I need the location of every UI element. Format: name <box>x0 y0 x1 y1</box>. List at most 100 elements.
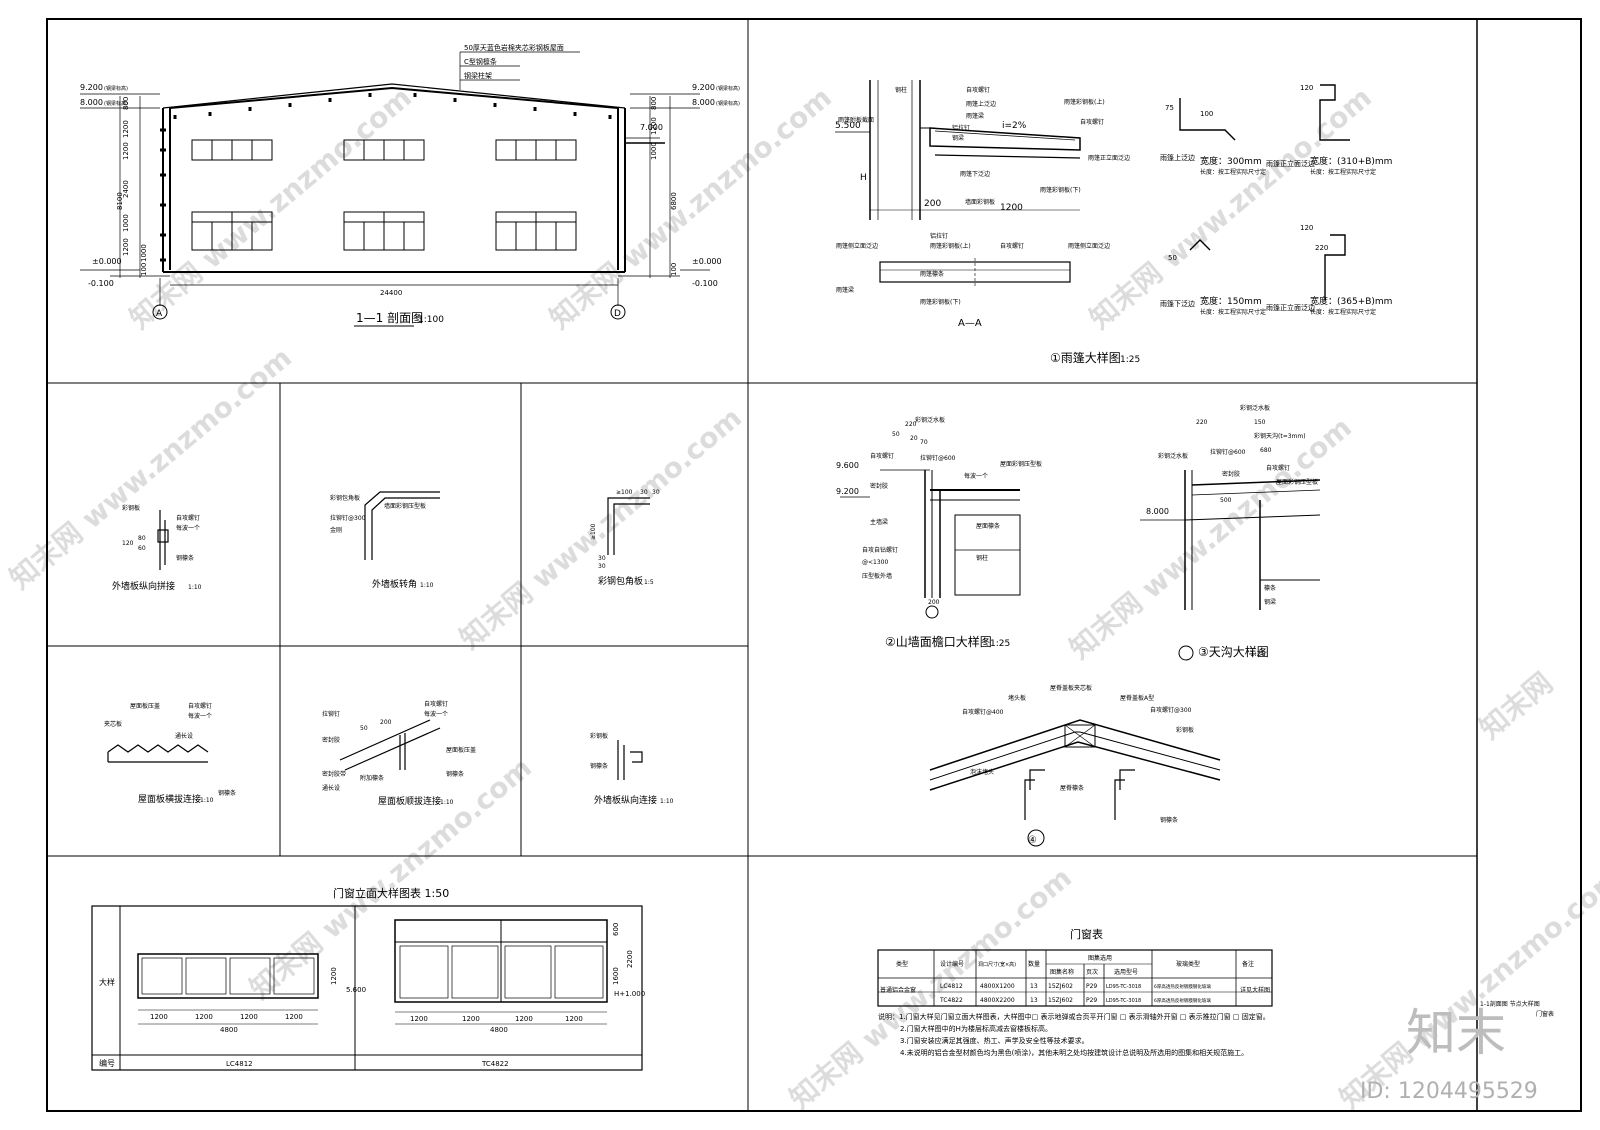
gutter-label: 150 <box>1254 419 1266 426</box>
window-elev-title: 门窗立面大样图表 1:50 <box>333 886 449 900</box>
watermarks: 知末网 www.znzmo.com 知末网 www.znzmo.com 知末网 … <box>3 81 1600 1116</box>
level-label: 8.000 <box>80 98 103 107</box>
schedule-cell: 详见大样图 <box>1240 986 1270 994</box>
level-label: -0.100 <box>88 279 114 288</box>
ridge-label: 自攻螺钉@400 <box>962 708 1004 716</box>
schedule-cell: 15ZJ602 <box>1048 983 1073 990</box>
span-dim: 24400 <box>380 289 402 297</box>
schedule-cell: LC4812 <box>940 983 963 990</box>
detail-label: 彩钢板 <box>590 732 608 740</box>
eave-label: 自攻自钻螺钉 <box>862 546 898 554</box>
canopy-detail: 钢柱 雨篷附板截面 自攻螺钉 雨篷上泛边 雨篷梁 钢梁 铝拉钉 i=2% 自攻螺… <box>835 80 1392 365</box>
aa-label: 雨篷彩钢板(下) <box>920 298 961 306</box>
detail-label: 墙面彩钢压型板 <box>384 502 426 510</box>
section-dim: 1000 <box>140 244 148 262</box>
detail-label: 自攻螺钉 <box>176 514 200 522</box>
schedule-cell: 4800X2200 <box>980 997 1015 1004</box>
schedule-cell: LD95-TC-3018 <box>1106 998 1141 1004</box>
detail-label: ≥100 <box>616 489 633 496</box>
aa-label: 自攻螺钉 <box>1000 242 1024 250</box>
gutter-label: 屋面彩钢压型板 <box>1276 478 1318 486</box>
svg-text:知末网 www.znzmo.com: 知末网 www.znzmo.com <box>243 751 538 1006</box>
aa-label: 雨篷彩钢板(上) <box>930 242 971 250</box>
window-schedule: 门窗表 类型 设计编号 洞口尺寸(宽×高) 数量 图集选用 图集名称 页次 选用… <box>877 927 1273 1057</box>
ridge-detail: 屋脊盖板夹芯板 屋脊盖板A型 自攻螺钉@300 自攻螺钉@400 泡沫堵头 彩钢… <box>929 684 1221 847</box>
flash-label: 雨篷下泛边 <box>1160 299 1195 308</box>
gutter-detail: 彩钢泛水板 220 150 彩钢天沟(t=3mm) 680 彩钢泛水板 拉铆钉@… <box>1140 404 1321 661</box>
level-label: 8.000 <box>692 98 715 107</box>
canopy-label: 雨篷彩钢板(上) <box>1064 98 1105 106</box>
eave-label: 50 <box>892 431 900 438</box>
schedule-cell: 普通铝合金窗 <box>880 986 916 994</box>
znzmo-logo: 知末 <box>1406 1004 1506 1062</box>
flash-size: 宽度：300mm <box>1200 155 1262 167</box>
flash-label: 雨篷上泛边 <box>1160 153 1195 162</box>
detail-label: 附加檩条 <box>360 774 384 782</box>
canopy-label: 雨篷正立面泛边 <box>1088 154 1130 162</box>
canopy-label: 雨篷上泛边 <box>966 100 996 108</box>
schedule-cell: P29 <box>1086 997 1097 1004</box>
title-block-line2: 门窗表 <box>1536 1010 1554 1018</box>
flash-len: 长度：按工程实际尺寸定 <box>1200 308 1266 316</box>
level-label: 9.200 <box>692 83 715 92</box>
w2-h-bot: 1600 <box>612 967 620 985</box>
flash-label: 雨篷正立面泛边 <box>1266 159 1315 168</box>
flash-dim: 50 <box>1168 254 1177 262</box>
ridge-label: 屋脊檩条 <box>1060 784 1084 792</box>
detail-label: 钢檩条 <box>218 789 236 797</box>
section-dim: 1000 <box>650 142 658 160</box>
detail-title: 外墙板纵向拼接 <box>112 580 175 592</box>
ridge-label: 屋脊盖板夹芯板 <box>1050 684 1092 692</box>
image-id: ID: 1204495529 <box>1360 1079 1538 1104</box>
row-label-code: 编号 <box>99 1058 115 1068</box>
eave-label: 200 <box>928 599 940 606</box>
section-dim: 6800 <box>670 192 678 210</box>
canopy-label: 自攻螺钉 <box>966 86 990 94</box>
sheet-frame <box>46 18 1582 1112</box>
w1-code: LC4812 <box>226 1060 253 1068</box>
detail-label: 120 <box>122 540 134 547</box>
flash-size: 宽度：150mm <box>1200 295 1262 307</box>
gutter-label: 彩钢天沟(t=3mm) <box>1254 432 1306 440</box>
detail-scale: 1:10 <box>188 584 202 591</box>
detail-label: 30 <box>652 489 660 496</box>
detail-label: 拉铆钉 <box>322 710 340 718</box>
detail-label: 通长设 <box>175 732 193 740</box>
schedule-note: 2.门窗大样图中的H为楼层标高减去窗楼板标高。 <box>900 1024 1052 1033</box>
canopy-label: 5.500 <box>835 121 861 131</box>
detail-label: 钢檩条 <box>590 762 608 770</box>
eave-label: 主墙梁 <box>870 518 888 526</box>
canopy-label: 200 <box>924 199 941 209</box>
schedule-header: 图集名称 <box>1050 968 1074 976</box>
detail-label: 30 <box>598 563 606 570</box>
detail-label: 屋面板压盖 <box>446 746 476 754</box>
detail-scale: 1:5 <box>644 579 654 586</box>
canopy-label: 雨篷下泛边 <box>960 170 990 178</box>
w1-dim: 1200 <box>285 1013 303 1021</box>
eave-label: 自攻螺钉 <box>870 452 894 460</box>
canopy-label: 雨篷彩钢板(下) <box>1040 186 1081 194</box>
detail-label: 钢檩条 <box>446 770 464 778</box>
eave-label: 钢柱 <box>976 554 988 562</box>
detail-label: 每波一个 <box>424 710 448 718</box>
detail-title: 彩钢包角板 <box>598 575 643 587</box>
eave-label: 密封胶 <box>870 482 888 490</box>
detail-label: 彩钢包角板 <box>330 494 360 502</box>
flash-dim: 100 <box>1200 110 1213 118</box>
eave-label: 9.200 <box>836 487 859 496</box>
canopy-title: ①雨篷大样图 <box>1050 350 1121 365</box>
w2-h-top: 600 <box>612 923 620 936</box>
schedule-header: 玻璃类型 <box>1176 960 1200 968</box>
detail-label: 50 <box>360 725 368 732</box>
level-label: 7.000 <box>640 123 663 132</box>
w1-dim: 1200 <box>150 1013 168 1021</box>
level-label: 9.200 <box>80 83 103 92</box>
detail-label: 通长设 <box>322 784 340 792</box>
aa-label: 雨篷檩条 <box>920 270 944 278</box>
aa-title: A—A <box>958 318 982 329</box>
eave-detail: 彩钢泛水板 220 50 20 70 拉铆钉@600 自攻螺钉 屋面彩钢压型板 … <box>836 416 1042 649</box>
eave-label: 彩钢泛水板 <box>915 416 945 424</box>
row-label-sample: 大样 <box>99 977 115 987</box>
schedule-header: 数量 <box>1028 960 1040 968</box>
canopy-label: 墙面彩钢板 <box>965 198 995 206</box>
